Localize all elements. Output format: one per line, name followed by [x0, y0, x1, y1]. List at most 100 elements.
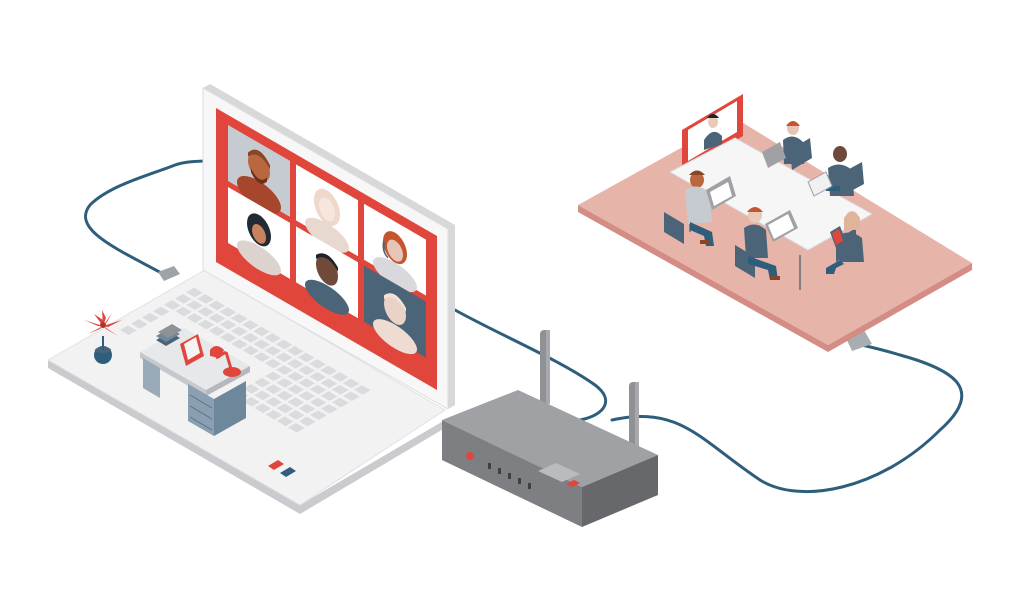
- meeting-person: [744, 207, 780, 280]
- keyboard-key: [243, 396, 260, 407]
- router-room-cable: [610, 343, 964, 493]
- meeting-room: [578, 94, 972, 352]
- participant-avatar: [373, 319, 417, 355]
- keyboard-key: [242, 320, 259, 330]
- video-tile: [364, 265, 426, 358]
- router-power-button: [466, 452, 474, 460]
- video-call-grid: [228, 124, 426, 358]
- participant-avatar: [237, 240, 281, 276]
- tablet-icon: [807, 171, 833, 197]
- tablet-icon: [765, 210, 798, 242]
- keyboard-key: [153, 306, 170, 317]
- participant-avatar: [305, 217, 349, 253]
- laptop-logo: [268, 460, 284, 470]
- keyboard-key: [299, 416, 316, 427]
- keyboard-key: [254, 377, 271, 388]
- keyboard-key: [286, 346, 304, 356]
- keyboard-key: [186, 287, 203, 298]
- keyboard-key: [320, 365, 338, 376]
- participant-avatar: [373, 257, 417, 293]
- participant-avatar: [237, 175, 281, 214]
- keyboard-key: [310, 410, 327, 420]
- desk-lamp-icon: [210, 346, 241, 377]
- keyboard-key: [208, 300, 226, 311]
- meeting-person: [685, 170, 714, 246]
- keyboard-key: [231, 326, 248, 337]
- keyboard-key: [287, 397, 305, 407]
- keyboard-key: [197, 306, 215, 317]
- keyboard-key: [253, 352, 271, 362]
- router-front: [442, 420, 582, 527]
- keyboard-key: [131, 319, 148, 329]
- laptop-logo: [280, 467, 296, 477]
- keyboard-key: [309, 397, 327, 408]
- keyboard-key: [320, 391, 338, 401]
- keyboard-key: [276, 390, 294, 401]
- books-icon: [156, 324, 182, 346]
- keyboard-key: [287, 358, 304, 369]
- keyboard-key: [254, 390, 271, 401]
- keyboard-key: [354, 385, 371, 395]
- laptop-icon: [706, 176, 736, 210]
- keyboard: [120, 287, 371, 433]
- network-cables: [84, 158, 964, 493]
- keyboard-key: [275, 339, 293, 350]
- keyboard-key: [309, 359, 326, 369]
- keyboard-key: [298, 378, 316, 388]
- keyboard-key: [265, 371, 282, 382]
- video-tile: [364, 203, 426, 296]
- keyboard-key: [253, 326, 270, 337]
- keyboard-key: [287, 371, 304, 382]
- keyboard-key: [298, 391, 316, 401]
- keyboard-key: [265, 397, 283, 407]
- keyboard-key: [298, 365, 315, 376]
- keyboard-key: [342, 378, 360, 389]
- keyboard-key: [175, 306, 192, 317]
- keyboard-key: [264, 345, 282, 356]
- keyboard-key: [242, 332, 259, 343]
- tablet-icon: [830, 226, 846, 248]
- potted-plant-icon: [84, 310, 122, 364]
- keyboard-key: [142, 312, 159, 323]
- router-label: [538, 463, 580, 482]
- laptop-router-cable: [453, 308, 608, 422]
- keyboard-key: [264, 358, 282, 369]
- keyboard-key: [120, 325, 137, 336]
- keyboard-key: [219, 307, 237, 317]
- participant-avatar: [305, 279, 349, 315]
- keyboard-key: [276, 378, 293, 388]
- meeting-person: [783, 121, 804, 164]
- keyboard-key: [287, 384, 305, 395]
- video-tile: [228, 124, 290, 217]
- keyboard-key: [309, 371, 327, 382]
- keyboard-key: [242, 345, 260, 356]
- meeting-person: [826, 146, 854, 196]
- laptop-icon: [762, 142, 786, 168]
- keyboard-key: [264, 333, 282, 343]
- video-tile: [296, 226, 358, 319]
- keyboard-key: [265, 409, 283, 420]
- keyboard-key: [343, 391, 360, 402]
- keyboard-key: [243, 384, 260, 394]
- keyboard-key: [186, 300, 203, 311]
- keyboard-key: [321, 404, 338, 414]
- keyboard-key: [197, 294, 214, 304]
- keyboard-key: [197, 319, 215, 330]
- keyboard-key: [208, 326, 226, 336]
- keyboard-key: [276, 416, 294, 427]
- picture-frame-icon: [180, 334, 204, 366]
- keyboard-key: [230, 313, 248, 324]
- keyboard-key: [186, 313, 204, 323]
- keyboard-key: [332, 397, 349, 408]
- wall-display: [682, 94, 743, 176]
- router-top: [442, 390, 658, 487]
- keyboard-key: [208, 313, 226, 324]
- keyboard-key: [309, 384, 327, 395]
- keyboard-key: [298, 352, 315, 363]
- keyboard-key: [164, 300, 181, 310]
- cable-plug: [158, 266, 180, 281]
- keyboard-key: [254, 403, 272, 414]
- keyboard-key: [276, 365, 293, 375]
- keyboard-key: [288, 422, 305, 433]
